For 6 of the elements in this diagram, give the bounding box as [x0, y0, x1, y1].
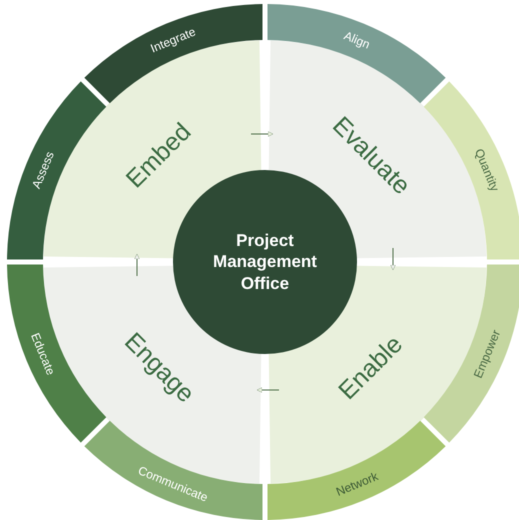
center-title: Project Management Office: [212, 230, 318, 294]
segment-label: Align: [342, 28, 372, 52]
chevron-arrow: [256, 387, 280, 393]
chevron-arrow: [250, 131, 274, 137]
chevron-arrow: [134, 254, 140, 276]
chevron-arrow: [390, 248, 396, 270]
